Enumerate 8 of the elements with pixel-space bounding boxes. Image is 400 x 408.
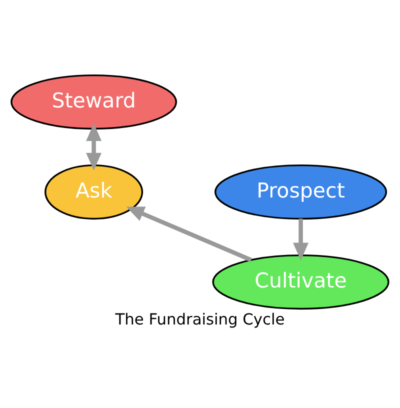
node-ellipse: Steward xyxy=(10,74,178,130)
caption: The Fundraising Cycle xyxy=(115,310,285,328)
node-ellipse: Cultivate xyxy=(212,254,390,310)
node-ellipse: Prospect xyxy=(214,164,388,220)
arrow xyxy=(86,123,102,171)
node-ellipse: Ask xyxy=(44,164,144,220)
arrow xyxy=(293,218,309,261)
arrow xyxy=(126,206,252,262)
